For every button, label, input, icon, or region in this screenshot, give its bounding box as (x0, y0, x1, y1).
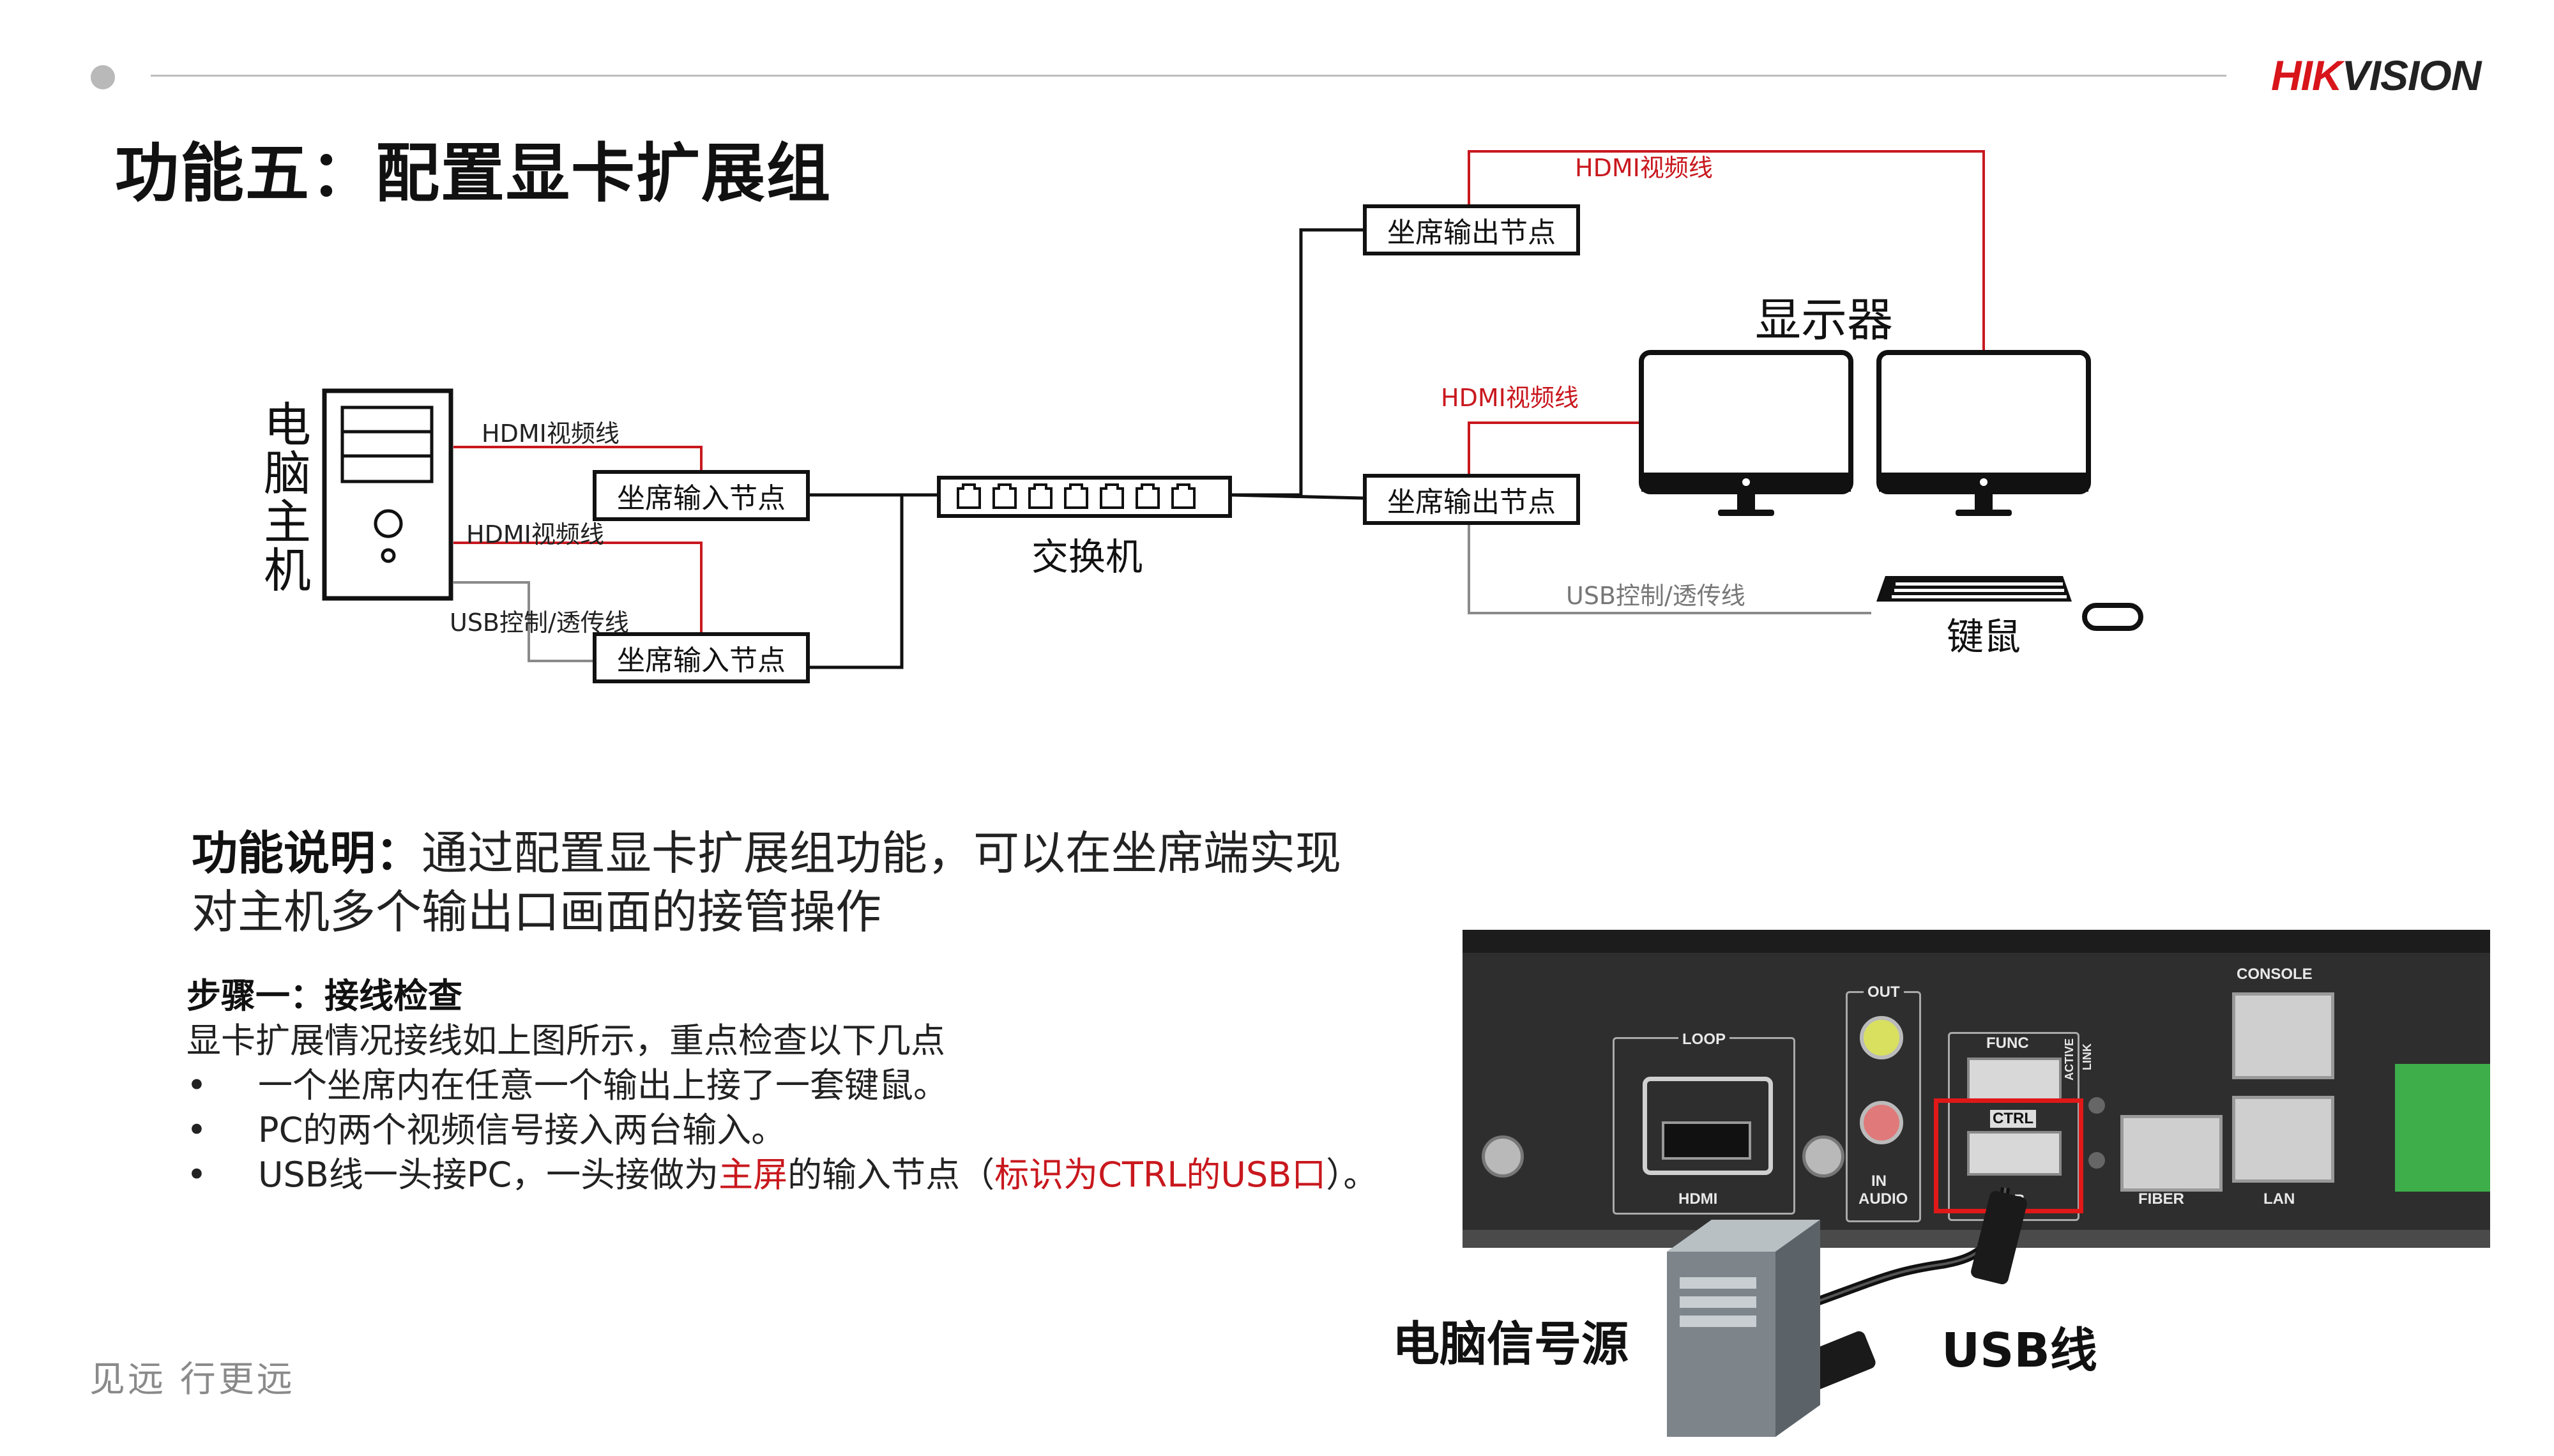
ctrl-label: CTRL (1990, 1110, 2036, 1128)
hdmi-cables (453, 150, 1985, 635)
active-label: ACTIVE (2063, 1038, 2076, 1081)
network-switch-icon (937, 476, 1232, 518)
hdmi-port-icon (1643, 1077, 1773, 1175)
usb-cables (453, 525, 1871, 662)
bullet-dot: • (186, 1110, 207, 1150)
network-cables (810, 228, 1364, 669)
net-input-2 (810, 495, 904, 669)
device-rear-panel-photo: LOOP HDMI OUT IN AUDIO FUNC CTRL USB ACT… (1463, 930, 2490, 1248)
step-one-section: 步骤一：接线检查 显卡扩展情况接线如上图所示，重点检查以下几点 •一个坐席内在任… (186, 974, 1515, 1197)
hdmi-cable-pc-1 (453, 446, 703, 474)
usb-ctrl-port-icon (1967, 1131, 2062, 1176)
usb-func-port-icon (1967, 1058, 2062, 1102)
in-label: IN (1871, 1172, 1887, 1190)
net-output-1 (1230, 228, 1363, 497)
function-description: 功能说明：通过配置显卡扩展组功能，可以在坐席端实现 对主机多个输出口画面的接管操… (192, 824, 1437, 941)
usb-cable-caption: USB线 (1942, 1323, 2097, 1378)
pc-tower-icon (322, 388, 453, 601)
usb-cable-pc (453, 581, 594, 662)
lan-port-icon (2232, 1096, 2334, 1183)
fiber-label: FIBER (2138, 1190, 2184, 1208)
net-output-2 (1229, 493, 1364, 500)
bullet-dot: • (186, 1065, 207, 1105)
keyboard-mouse-label: 键鼠 (1947, 615, 2021, 658)
terminal-block-icon (2395, 1064, 2490, 1192)
description-heading: 功能说明： (192, 826, 422, 880)
step-heading: 步骤一：接线检查 (186, 976, 462, 1016)
usb-cable-keyboard (1468, 525, 1871, 614)
keyboard-icon (1876, 576, 2072, 602)
fiber-port-icon (2120, 1115, 2223, 1192)
seat-output-node-2: 坐席输出节点 (1363, 474, 1580, 525)
mouse-icon (2082, 603, 2143, 631)
link-label: LINK (2081, 1043, 2094, 1070)
console-label: CONSOLE (2237, 966, 2313, 983)
loop-label: LOOP (1678, 1031, 1730, 1049)
screw-icon (1802, 1135, 1844, 1178)
description-line-2: 对主机多个输出口画面的接管操作 (192, 885, 882, 939)
console-port-icon (2232, 992, 2334, 1079)
hikvision-logo: HIKVISION (2271, 52, 2481, 99)
hdmi-label-out-2: HDMI视频线 (1441, 384, 1579, 412)
header-rule (151, 75, 2226, 77)
pc-source-tower-icon (1667, 1220, 1820, 1437)
hdmi-label: HDMI (1678, 1190, 1718, 1208)
lan-label: LAN (2263, 1190, 2295, 1208)
monitor-label: 显示器 (1755, 293, 1894, 347)
footer-slogan: 见远 行更远 (89, 1359, 295, 1400)
monitor-icon-right (1876, 350, 2091, 516)
usb-label-pc: USB控制/透传线 (450, 609, 629, 637)
step-bullet-1: •一个坐席内在任意一个输出上接了一套键鼠。 (186, 1063, 1515, 1108)
step-intro: 显卡扩展情况接线如上图所示，重点检查以下几点 (186, 1020, 945, 1061)
pc-host-label: 电脑主机 (264, 398, 311, 598)
usb-label-keyboard: USB控制/透传线 (1566, 582, 1745, 610)
seat-input-node-2: 坐席输入节点 (593, 632, 810, 683)
audio-out-jack-icon (1860, 1016, 1903, 1059)
wiring-diagram (322, 150, 2143, 669)
out-label: OUT (1864, 983, 1904, 1001)
seat-input-node-1: 坐席输入节点 (593, 470, 810, 521)
hdmi-cable-out-2 (1468, 421, 1639, 474)
hdmi-cable-pc-2 (453, 542, 703, 635)
header-dot (91, 65, 115, 89)
screw-icon (1482, 1135, 1524, 1178)
pc-signal-source-caption: 电脑信号源 (1392, 1317, 1629, 1372)
audio-label: AUDIO (1858, 1190, 1908, 1208)
hdmi-cable-out-1 (1468, 150, 1985, 351)
monitor-icon-left (1639, 350, 1853, 516)
func-label: FUNC (1986, 1035, 2029, 1052)
switch-label: 交换机 (1031, 535, 1143, 579)
page-title: 功能五：配置显卡扩展组 (115, 136, 832, 211)
step-bullet-2: •PC的两个视频信号接入两台输入。 (186, 1108, 1515, 1153)
hdmi-label-pc-2: HDMI视频线 (466, 520, 604, 549)
led-icon (2088, 1097, 2105, 1114)
seat-output-node-1: 坐席输出节点 (1363, 204, 1580, 255)
description-line-1: 通过配置显卡扩展组功能，可以在坐席端实现 (422, 826, 1342, 880)
led-icon (2088, 1152, 2105, 1169)
hdmi-label-out-1: HDMI视频线 (1575, 154, 1713, 182)
hdmi-label-pc-1: HDMI视频线 (482, 420, 619, 448)
bullet-dot: • (186, 1155, 207, 1195)
audio-in-jack-icon (1860, 1101, 1903, 1144)
step-bullet-3: •USB线一头接PC，一头接做为主屏的输入节点（标识为CTRL的USB口）。 (186, 1153, 1515, 1197)
